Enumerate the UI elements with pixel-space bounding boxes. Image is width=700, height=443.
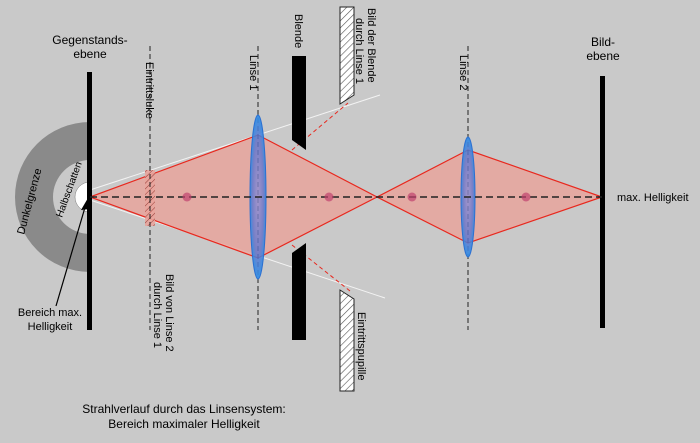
stop-image-lower: [339, 289, 355, 392]
focal-point: [182, 192, 192, 202]
upper-extension-ray: [291, 102, 349, 151]
focal-point: [521, 192, 531, 202]
max-brightness-label: max. Helligkeit: [617, 192, 689, 204]
lens2-image-label-2: durch Linse 1: [151, 282, 163, 348]
focal-point: [324, 192, 334, 202]
aperture-stop-lower: [292, 243, 306, 340]
object-plane-label-1: Gegenstands-: [52, 33, 127, 47]
image-plane-label-1: Bild-: [591, 35, 615, 49]
upper-outer-ray: [89, 94, 381, 191]
focal-point: [407, 192, 417, 202]
caption-line-2: Bereich maximaler Helligkeit: [108, 417, 260, 431]
caption-line-1: Strahlverlauf durch das Linsensystem:: [82, 402, 285, 416]
image-plane: [600, 76, 605, 328]
stop-image-label-1: Bild der Blende: [365, 8, 377, 83]
lens2-label: Linse 2: [457, 55, 469, 90]
entrance-pupil-label: Eintrittspupille: [355, 312, 367, 380]
max-region-label-2: Helligkeit: [28, 321, 73, 333]
half-shadow-ring: [15, 122, 90, 272]
image-plane-label-2: ebene: [586, 49, 620, 63]
object-plane: [87, 72, 92, 330]
stop-image-label-2: durch Linse 1: [353, 18, 365, 84]
object-plane-label-2: ebene: [73, 47, 107, 61]
lower-extension-ray: [291, 244, 351, 292]
aperture-stop-upper: [292, 56, 306, 150]
stop-label: Blende: [292, 14, 304, 48]
lens1-label: Linse 1: [247, 55, 259, 90]
max-region-label-1: Bereich max.: [18, 307, 82, 319]
max-region-arrowhead: [81, 198, 90, 210]
entrance-window-label: Eintrittsluke: [143, 62, 155, 119]
max-region-arrow: [55, 203, 87, 307]
lens2-image-label-1: Bild von Linse 2: [163, 274, 175, 352]
stop-image-upper: [339, 6, 355, 105]
